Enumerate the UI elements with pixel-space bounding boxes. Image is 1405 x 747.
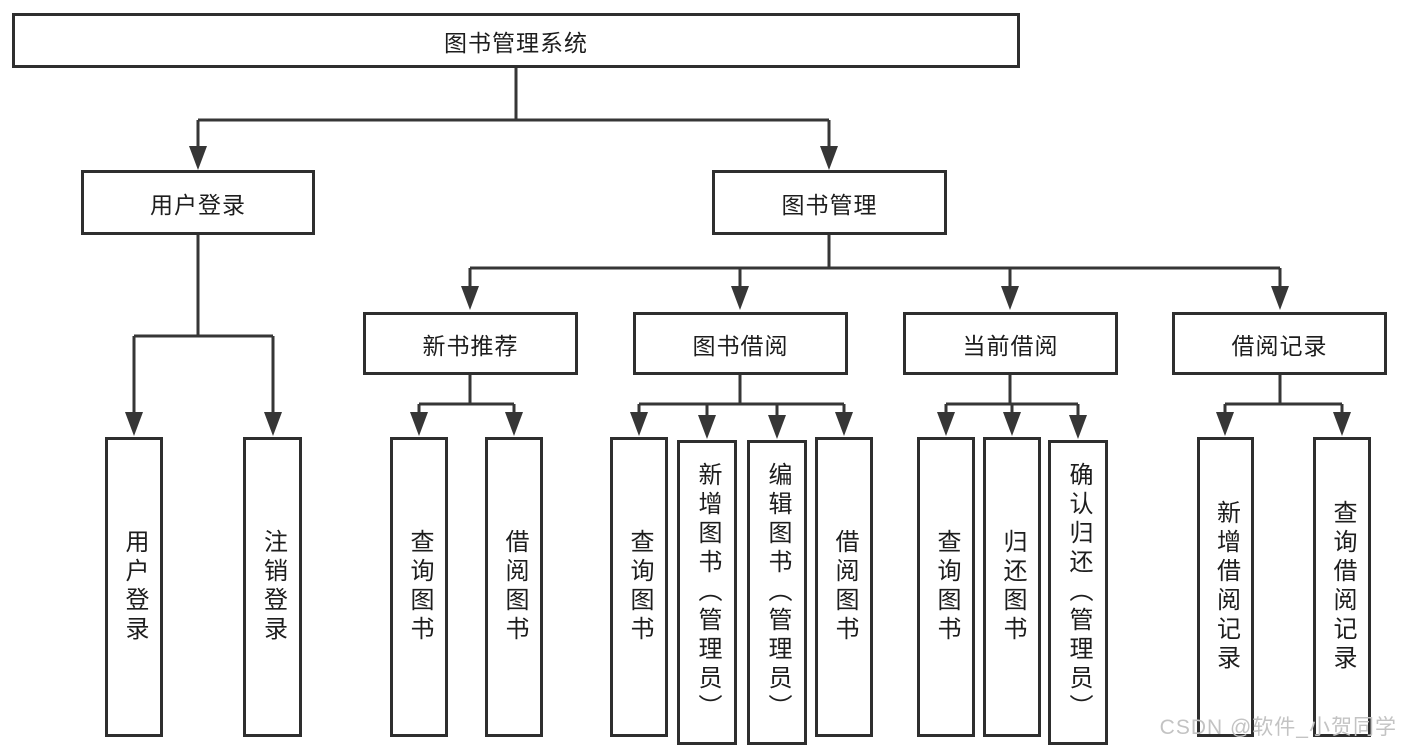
leaf-confirm-return-admin: 确认归还（管理员） <box>1048 440 1108 745</box>
leaf-label: 新增借阅记录 <box>1212 500 1240 674</box>
connector-current-borrow-to-leaves <box>937 375 1087 439</box>
leaf-query-books-recommend: 查询图书 <box>390 437 448 737</box>
node-label: 图书管理系统 <box>444 29 588 56</box>
leaf-label: 编辑图书（管理员） <box>764 462 791 723</box>
leaf-borrow-books: 借阅图书 <box>815 437 873 737</box>
leaf-label: 确认归还（管理员） <box>1065 462 1092 723</box>
connector-book-management-to-level3 <box>461 235 1289 310</box>
leaf-label: 归还图书 <box>999 529 1026 645</box>
leaf-add-books-admin: 新增图书（管理员） <box>677 440 737 745</box>
leaf-user-login: 用户登录 <box>105 437 163 737</box>
node-label: 借阅记录 <box>1231 332 1328 359</box>
node-label: 当前借阅 <box>962 332 1059 359</box>
connector-root-to-level2 <box>189 68 838 170</box>
leaf-label: 查询图书 <box>626 529 653 645</box>
leaf-label: 注销登录 <box>259 529 287 645</box>
connector-new-book-recommend-to-leaves <box>410 375 523 436</box>
node-label: 图书借阅 <box>692 332 789 359</box>
connector-book-borrow-to-leaves <box>630 375 853 439</box>
node-label: 用户登录 <box>150 191 246 218</box>
leaf-query-books-borrow: 查询图书 <box>610 437 668 737</box>
node-library-management-system: 图书管理系统 <box>12 13 1020 68</box>
node-label: 新书推荐 <box>422 332 519 359</box>
leaf-label: 查询图书 <box>406 529 433 645</box>
node-book-borrow: 图书借阅 <box>633 312 848 375</box>
node-new-book-recommend: 新书推荐 <box>363 312 578 375</box>
csdn-watermark: CSDN @软件_小贺同学 <box>1159 716 1397 739</box>
leaf-label: 借阅图书 <box>831 529 858 645</box>
leaf-logout: 注销登录 <box>243 437 302 737</box>
leaf-label: 新增图书（管理员） <box>694 462 721 723</box>
leaf-label: 用户登录 <box>121 529 148 645</box>
leaf-label: 查询图书 <box>933 529 960 645</box>
node-borrow-records: 借阅记录 <box>1172 312 1387 375</box>
leaf-label: 借阅图书 <box>501 529 528 645</box>
leaf-query-books-current: 查询图书 <box>917 437 975 737</box>
leaf-query-borrow-record: 查询借阅记录 <box>1313 437 1371 737</box>
leaf-borrow-books-recommend: 借阅图书 <box>485 437 543 737</box>
leaf-edit-books-admin: 编辑图书（管理员） <box>747 440 807 745</box>
node-book-management: 图书管理 <box>712 170 947 235</box>
leaf-label: 查询借阅记录 <box>1329 500 1356 674</box>
node-label: 图书管理 <box>781 191 878 218</box>
node-current-borrow: 当前借阅 <box>903 312 1118 375</box>
leaf-add-borrow-record: 新增借阅记录 <box>1197 437 1254 737</box>
connector-user-login-to-leaves <box>125 235 282 436</box>
node-user-login: 用户登录 <box>81 170 315 235</box>
leaf-return-books: 归还图书 <box>983 437 1041 737</box>
connector-borrow-records-to-leaves <box>1216 375 1351 436</box>
